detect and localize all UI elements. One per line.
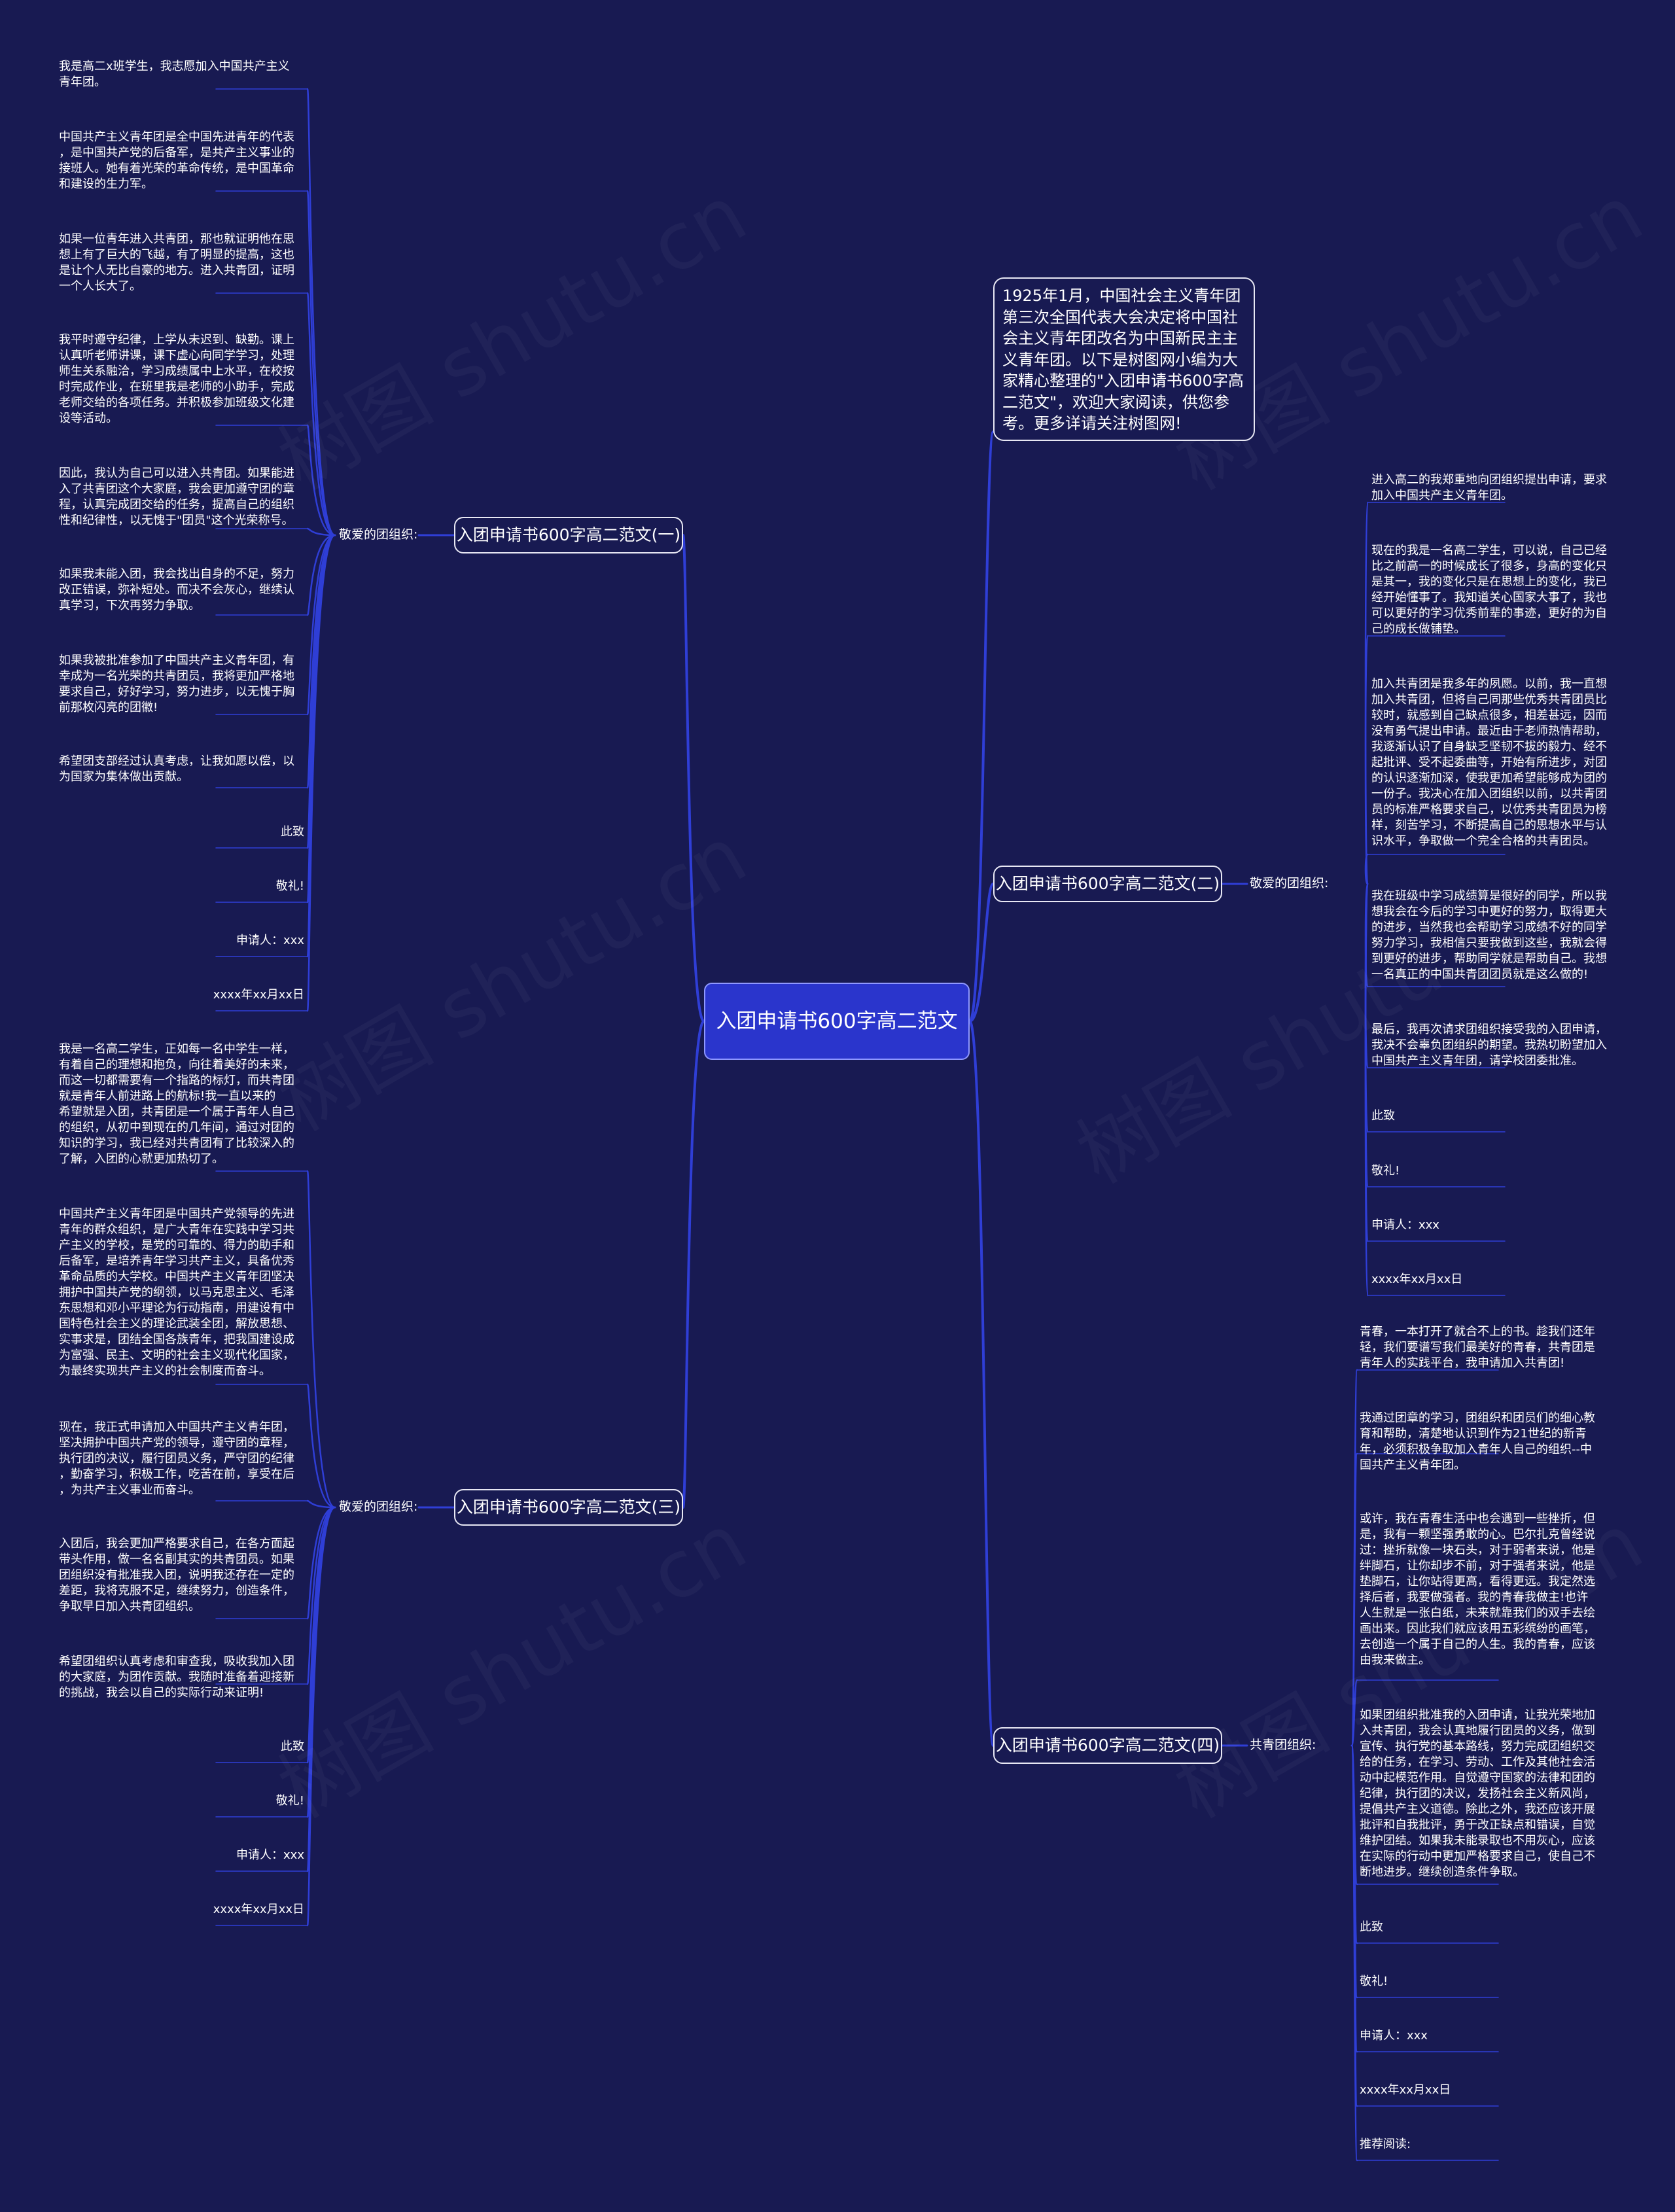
branch-4-leaf[interactable]: 推荐阅读: — [1360, 2137, 1411, 2151]
branch-topic-3[interactable]: 入团申请书600字高二范文(三) — [454, 1489, 683, 1526]
salute-to-leaf-link — [1350, 1452, 1358, 1747]
branch-3-leaf[interactable]: 我是一名高二学生，正如每一名中学生一样， 有着自己的理想和抱负，向往着美好的未来… — [59, 1042, 294, 1166]
salute-to-leaf-link — [306, 190, 336, 536]
branch-1-leaf[interactable]: 因此，我认为自己可以进入共青团。如果能进 入了共青团这个大家庭，我会更加遵守团的… — [59, 466, 294, 527]
salute-to-leaf-link — [306, 88, 336, 536]
branch-4-leaf[interactable]: 或许，我在青春生活中也会遇到一些挫折，但 是，我有一颗坚强勇敢的心。巴尔扎克曾经… — [1360, 1512, 1595, 1667]
salute-to-leaf-link — [1364, 883, 1369, 1297]
branch-3-leaf[interactable]: 现在，我正式申请加入中国共产主义青年团， 坚决拥护中国共产党的领导，遵守团的章程… — [59, 1420, 294, 1497]
branch-3-leaf[interactable]: xxxx年xx月xx日 — [213, 1903, 304, 1916]
branch-1-leaf[interactable]: 中国共产主义青年团是全中国先进青年的代表 ，是中国共产党的后备军，是共产主义事业… — [59, 130, 294, 191]
branch-2-leaf[interactable]: 此致 — [1371, 1109, 1395, 1123]
branch-1-leaf[interactable]: 如果我被批准参加了中国共产主义青年团，有 幸成为一名光荣的共青团员，我将更加严格… — [59, 654, 294, 714]
branch-2-leaf[interactable]: xxxx年xx月xx日 — [1371, 1273, 1463, 1286]
salute-to-leaf-link — [306, 1506, 336, 1685]
salute-to-leaf-link — [1350, 1744, 1358, 2162]
branch-2-leaf[interactable]: 最后，我再次请求团组织接受我的入团申请， 我决不会辜负团组织的期望。我热切盼望加… — [1371, 1023, 1607, 1068]
center-to-branch-link — [682, 534, 705, 1023]
branch-2-salute[interactable]: 敬爱的团组织: — [1250, 876, 1329, 890]
center-to-branch-link — [968, 430, 995, 1023]
branch-4-leaf[interactable]: 此致 — [1360, 1920, 1383, 1934]
salute-to-leaf-link — [1364, 853, 1369, 885]
center-to-branch-link — [968, 1020, 995, 1747]
salute-to-leaf-link — [306, 1506, 336, 1927]
salute-to-leaf-link — [1350, 1679, 1358, 1747]
salute-to-leaf-link — [306, 527, 336, 536]
branch-topic-1[interactable]: 入团申请书600字高二范文(一) — [454, 517, 683, 553]
branch-3-leaf[interactable]: 希望团组织认真考虑和审查我，吸收我加入团 的大家庭，为团作贡献。我随时准备着迎接… — [59, 1655, 294, 1700]
branch-1-leaf[interactable]: xxxx年xx月xx日 — [213, 988, 304, 1002]
branch-2-leaf[interactable]: 现在的我是一名高二学生，可以说，自己已经 比之前高一的时候成长了很多，身高的变化… — [1371, 544, 1607, 636]
salute-to-leaf-link — [306, 534, 336, 789]
center-to-branch-link — [968, 883, 995, 1023]
salute-to-leaf-link — [306, 1506, 336, 1620]
branch-3-leaf[interactable]: 入团后，我会更加严格要求自己，在各方面起 带头作用，做一名名副其实的共青团员。如… — [59, 1537, 294, 1613]
salute-to-leaf-link — [306, 424, 336, 536]
branch-1-leaf[interactable]: 申请人：xxx — [236, 934, 304, 947]
salute-to-leaf-link — [306, 1500, 336, 1509]
branch-1-leaf[interactable]: 如果一位青年进入共青团，那也就证明他在思 想上有了巨大的飞越，有了明显的提高，这… — [59, 232, 294, 293]
central-topic[interactable]: 入团申请书600字高二范文 — [704, 983, 970, 1060]
intro-note[interactable]: 1925年1月，中国社会主义青年团第三次全国代表大会决定将中国社会主义青年团改名… — [993, 277, 1255, 441]
salute-to-leaf-link — [306, 292, 336, 536]
salute-to-leaf-link — [306, 534, 336, 1012]
branch-topic-4[interactable]: 入团申请书600字高二范文(四) — [993, 1727, 1222, 1764]
branch-3-leaf[interactable]: 申请人：xxx — [236, 1848, 304, 1862]
branch-3-leaf[interactable]: 中国共产主义青年团是中国共产党领导的先进 青年的群众组织，是广大青年在实践中学习… — [59, 1207, 294, 1378]
branch-4-leaf[interactable]: xxxx年xx月xx日 — [1360, 2083, 1451, 2097]
branch-2-leaf[interactable]: 进入高二的我郑重地向团组织提出申请，要求 加入中国共产主义青年团。 — [1371, 473, 1607, 502]
salute-to-leaf-link — [1364, 635, 1369, 885]
branch-1-leaf[interactable]: 我是高二x班学生，我志愿加入中国共产主义 青年团。 — [59, 60, 290, 89]
branch-1-leaf[interactable]: 希望团支部经过认真考虑，让我如愿以偿，以 为国家为集体做出贡献。 — [59, 754, 294, 784]
salute-to-leaf-link — [306, 1170, 336, 1509]
branch-1-leaf[interactable]: 此致 — [281, 825, 304, 839]
branch-1-leaf[interactable]: 如果我未能入团，我会找出自身的不足，努力 改正错误，弥补短处。而决不会灰心，继续… — [59, 567, 294, 612]
branch-4-leaf[interactable]: 申请人：xxx — [1360, 2029, 1428, 2043]
branch-1-leaf[interactable]: 敬礼! — [275, 879, 304, 893]
salute-to-leaf-link — [306, 534, 336, 616]
salute-to-leaf-link — [306, 534, 336, 716]
branch-topic-2[interactable]: 入团申请书600字高二范文(二) — [993, 866, 1222, 902]
branch-3-leaf[interactable]: 此致 — [281, 1740, 304, 1753]
branch-4-leaf[interactable]: 如果团组织批准我的入团申请，让我光荣地加 入共青团，我会认真地履行团员的义务，做… — [1360, 1708, 1595, 1879]
branch-2-leaf[interactable]: 我在班级中学习成绩算是很好的同学，所以我 想我会在今后的学习中更好的努力，取得更… — [1371, 889, 1607, 981]
branch-2-leaf[interactable]: 申请人：xxx — [1371, 1218, 1439, 1232]
branch-2-leaf[interactable]: 加入共青团是我多年的夙愿。以前，我一直想 加入共青团，但将自己同那些优秀共青团员… — [1371, 677, 1607, 848]
branch-1-leaf[interactable]: 我平时遵守纪律，上学从未迟到、缺勤。课上 认真听老师讲课，课下虚心向同学学习，处… — [59, 333, 294, 425]
branch-3-leaf[interactable]: 敬礼! — [275, 1794, 304, 1808]
branch-2-leaf[interactable]: 敬礼! — [1371, 1164, 1400, 1178]
salute-to-leaf-link — [306, 1383, 336, 1509]
branch-4-salute[interactable]: 共青团组织: — [1250, 1738, 1316, 1752]
center-to-branch-link — [682, 1020, 705, 1509]
branch-4-leaf[interactable]: 敬礼! — [1360, 1975, 1388, 1988]
branch-4-leaf[interactable]: 青春，一本打开了就合不上的书。趁我们还年 轻，我们要谱写我们最美好的青春，共青团… — [1360, 1325, 1595, 1370]
branch-4-leaf[interactable]: 我通过团章的学习，团组织和团员们的细心教 育和帮助，清楚地认识到作为21世纪的新… — [1360, 1411, 1595, 1472]
branch-3-salute[interactable]: 敬爱的团组织: — [339, 1500, 418, 1514]
branch-1-salute[interactable]: 敬爱的团组织: — [339, 527, 418, 542]
